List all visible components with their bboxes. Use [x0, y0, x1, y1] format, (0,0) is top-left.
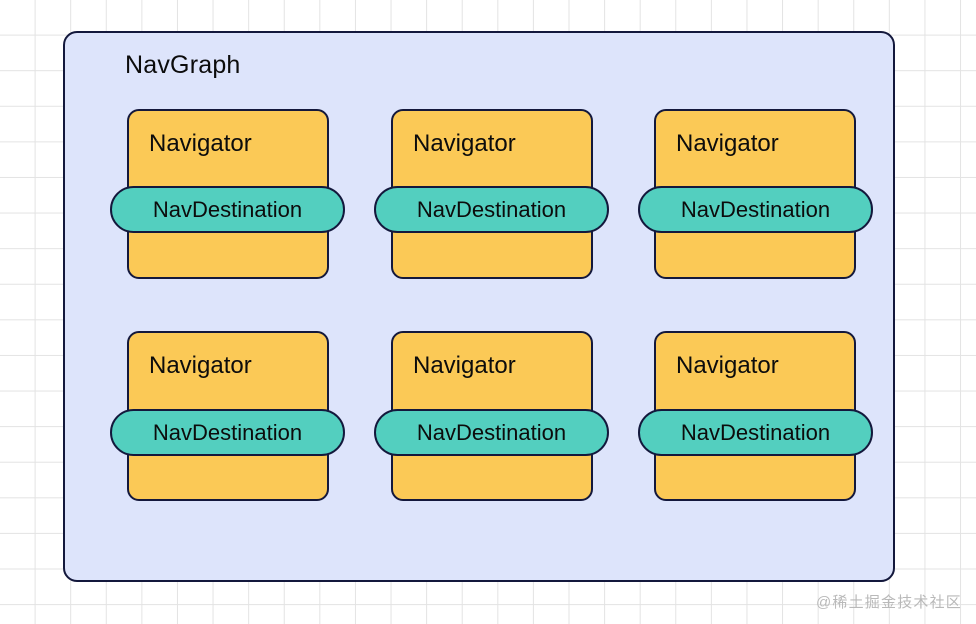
navigator-label: Navigator — [676, 130, 779, 157]
navdestination-pill: NavDestination — [374, 409, 609, 456]
navigator-label: Navigator — [149, 130, 252, 157]
navdestination-pill: NavDestination — [638, 186, 873, 233]
navgraph-title: NavGraph — [125, 51, 241, 79]
navdestination-label: NavDestination — [680, 196, 831, 222]
navdestination-pill: NavDestination — [110, 409, 345, 456]
navigator-label: Navigator — [413, 130, 516, 157]
navigator-label: Navigator — [413, 352, 516, 379]
navdestination-pill: NavDestination — [110, 186, 345, 233]
navdestination-label: NavDestination — [152, 419, 303, 445]
navdestination-pill: NavDestination — [374, 186, 609, 233]
navdestination-label: NavDestination — [416, 196, 567, 222]
navdestination-pill: NavDestination — [638, 409, 873, 456]
navdestination-label: NavDestination — [416, 419, 567, 445]
navgraph-container: NavGraph Navigator Navigator Navigator N… — [63, 31, 895, 582]
navdestination-label: NavDestination — [152, 196, 303, 222]
navigator-label: Navigator — [149, 352, 252, 379]
watermark-text: @稀土掘金技术社区 — [815, 594, 962, 611]
navigator-label: Navigator — [676, 352, 779, 379]
navdestination-label: NavDestination — [680, 419, 831, 445]
